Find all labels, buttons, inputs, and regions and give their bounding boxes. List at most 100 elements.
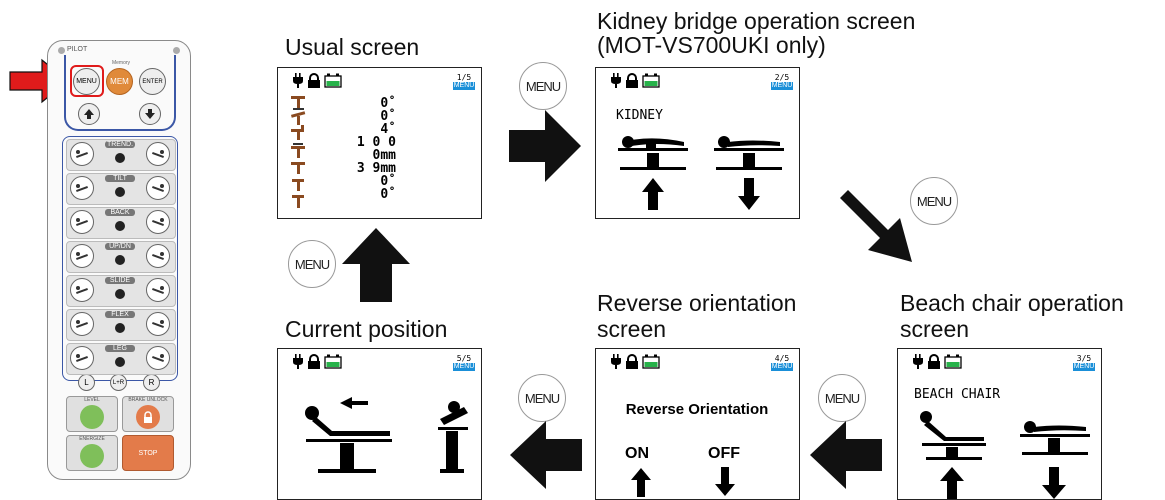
function-left-button[interactable] [70,244,94,268]
power-plug-icon [611,73,621,88]
power-plug-icon [611,354,621,369]
arrow-down-icon [145,109,155,119]
function-right-button[interactable] [146,210,170,234]
battery-icon [642,354,660,369]
function-row-indicator [115,289,125,299]
arrow-up-icon [631,468,651,497]
function-row-label: SLIDE [105,277,135,284]
function-row-indicator [115,255,125,265]
lock-icon [626,354,638,369]
end-view-table-icon [438,401,468,473]
menu-button-current-to-usual[interactable]: MENU [288,240,336,288]
function-row-indicator [115,323,125,333]
function-row-label: LEG [105,345,135,352]
arrow-up-icon [940,467,964,499]
power-plug-icon [913,354,923,369]
chair-lowered-icon [1020,421,1090,499]
function-right-button[interactable] [146,176,170,200]
function-left-button[interactable] [70,210,94,234]
indicator-lamp [173,47,180,54]
function-right-button[interactable] [146,142,170,166]
arrow-left-icon [810,421,882,489]
lock-icon [308,73,320,88]
axis-icons [290,96,306,208]
arrow-down-icon [738,178,760,210]
menu-button[interactable]: MENU [73,68,100,95]
function-left-button[interactable] [70,312,94,336]
function-right-button[interactable] [146,346,170,370]
lock-icon [626,73,638,88]
pilot-lamp [58,47,65,54]
status-icons [611,73,660,88]
menu-button-reverse-to-current[interactable]: MENU [518,374,566,422]
function-row-indicator [115,221,125,231]
function-row-label: TILT [105,175,135,182]
beach-chair-illustration [920,411,1090,499]
pilot-label: PILOT [67,46,88,53]
function-row-indicator [115,153,125,163]
lock-icon [308,354,320,369]
reverse-orientation-label: Reverse Orientation [625,401,769,418]
function-right-button[interactable] [146,312,170,336]
memory-small-label: Memory [111,60,131,66]
function-left-button[interactable] [70,346,94,370]
table-lowered-icon [714,136,784,210]
function-left-button[interactable] [70,142,94,166]
enter-button[interactable]: ENTER [139,68,166,95]
power-plug-icon [293,73,303,88]
function-right-button[interactable] [146,278,170,302]
title-usual: Usual screen [285,34,420,60]
function-right-button[interactable] [146,244,170,268]
right-button[interactable]: R [143,374,160,391]
menu-button-beach-to-reverse[interactable]: MENU [818,374,866,422]
menu-button-usual-to-kidney[interactable]: MENU [519,62,567,110]
menu-button-kidney-to-beach[interactable]: MENU [910,177,958,225]
arrow-right-icon [509,110,581,182]
arrow-up-icon [84,109,94,119]
function-row-label: FLEX [105,311,135,318]
up-button[interactable] [78,103,100,125]
down-button[interactable] [139,103,161,125]
mem-button[interactable]: MEM [106,68,133,95]
status-icons [913,354,962,369]
function-row-label: UP/DN [105,243,135,250]
chair-raised-icon [920,411,986,499]
table-raised-icon [618,136,688,210]
arrow-up-icon [342,228,410,302]
arrow-down-right-icon [840,190,912,262]
status-icons [293,73,342,88]
status-icons [611,354,660,369]
kidney-label: KIDNEY [616,108,663,123]
kidney-illustration [618,136,784,210]
title-beach-2: screen [900,316,970,342]
energize-button[interactable]: ENERGIZE [66,435,118,471]
title-kidney-1: Kidney bridge operation screen [597,8,916,34]
nav-block [64,55,176,131]
battery-icon [324,354,342,369]
function-left-button[interactable] [70,278,94,302]
title-reverse-2: screen [597,316,667,342]
side-view-table-icon [305,397,392,473]
arrow-left-icon [510,421,582,489]
left-right-button[interactable]: L+R [110,374,127,391]
function-left-button[interactable] [70,176,94,200]
battery-icon [642,73,660,88]
title-current: Current position [285,316,448,342]
arrow-down-icon [715,467,735,496]
brake-unlock-button[interactable]: BRAKE UNLOCK [122,396,174,432]
title-reverse-1: Reverse orientation [597,290,797,316]
level-button[interactable]: LEVEL [66,396,118,432]
function-row-label: TREND. [105,141,135,148]
status-icons [293,354,342,369]
stop-button[interactable]: STOP [122,435,174,471]
pendant-remote: PILOT MENU Memory MEM ENTER L L+R R LEVE… [47,40,191,480]
left-button[interactable]: L [78,374,95,391]
